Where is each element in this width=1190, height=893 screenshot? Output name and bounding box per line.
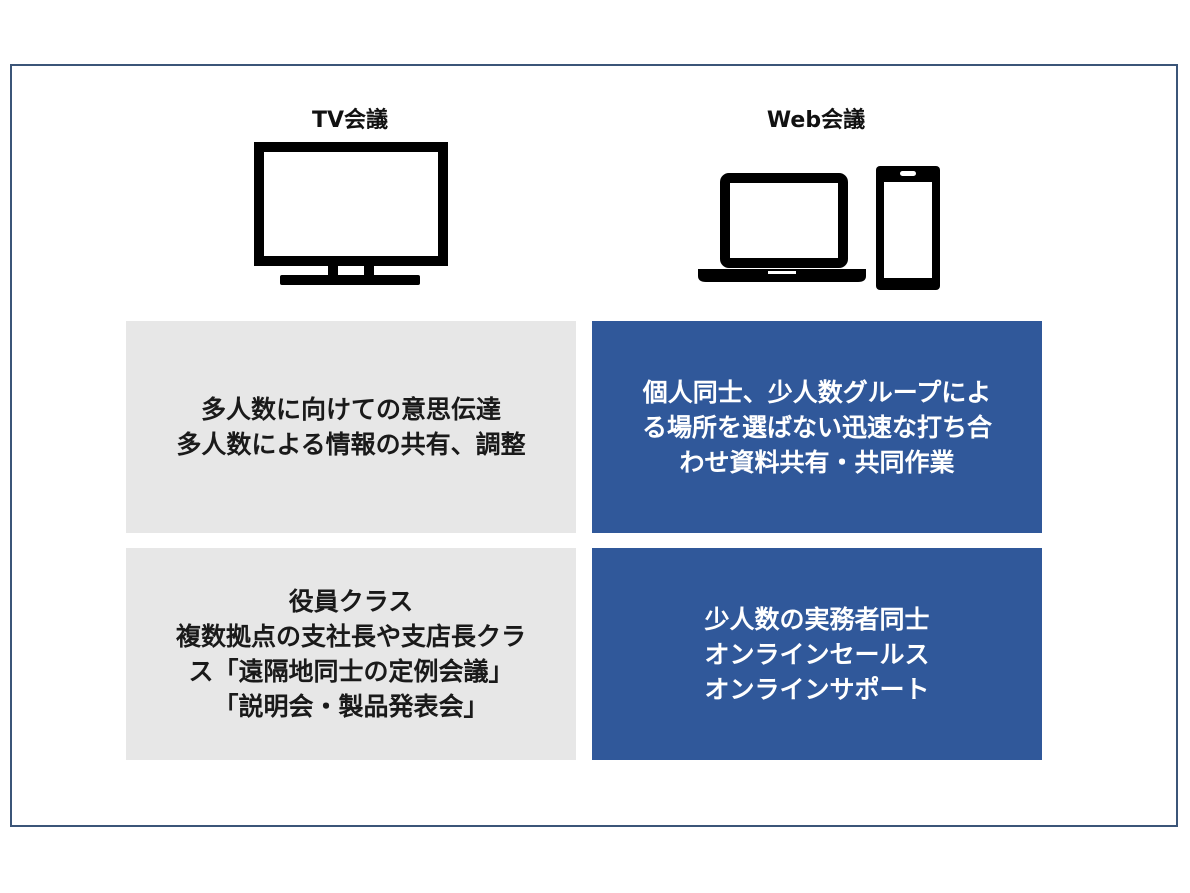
laptop-icon [698,173,866,282]
tv-conference-title: TV会議 [311,108,389,133]
web-users-line: オンラインサポート [704,674,930,704]
web-use-case-line: わせ資料共有・共同作業 [679,447,955,477]
tv-users-line: 複数拠点の支社長や支店長クラ [175,622,526,651]
diagram-frame [10,64,1178,827]
web-conference-title: Web会議 [766,108,866,133]
tv-use-case-line: 多人数に向けての意思伝達 [200,395,501,424]
tv-use-case-box: 多人数に向けての意思伝達 多人数による情報の共有、調整 [126,321,576,533]
web-use-case-line: る場所を選ばない迅速な打ち合 [641,412,992,442]
tv-users-line: 「説明会・製品発表会」 [213,692,489,721]
smartphone-icon [876,166,940,290]
tv-users-line: ス「遠隔地同士の定例会議」 [188,657,514,686]
web-users-box: 少人数の実務者同士 オンラインセールス オンラインサポート [592,548,1042,760]
tv-users-box: 役員クラス 複数拠点の支社長や支店長クラ ス「遠隔地同士の定例会議」 「説明会・… [126,548,576,760]
web-users-line: 少人数の実務者同士 [704,604,930,634]
tv-users-line: 役員クラス [288,587,414,616]
web-use-case-box: 個人同士、少人数グループによ る場所を選ばない迅速な打ち合 わせ資料共有・共同作… [592,321,1042,533]
web-use-case-line: 個人同士、少人数グループによ [642,377,992,407]
web-users-line: オンラインセールス [704,639,930,669]
tv-use-case-line: 多人数による情報の共有、調整 [176,430,526,459]
tv-monitor-icon [254,142,448,285]
